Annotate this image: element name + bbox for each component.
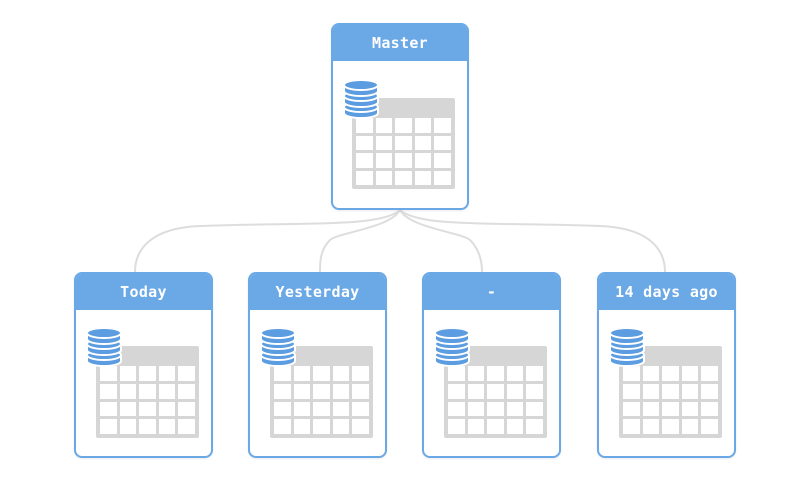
database-icon: [343, 79, 379, 119]
snapshot-card-dash: -: [422, 272, 561, 458]
table-icon: [619, 346, 722, 438]
database-icon: [260, 327, 296, 367]
card-title: 14 days ago: [599, 274, 734, 310]
card-title: Master: [333, 25, 467, 61]
connector-master-14-days-ago: [399, 209, 666, 273]
connector-master-dash: [399, 209, 483, 273]
master-card: Master: [331, 23, 469, 210]
table-icon: [444, 346, 547, 438]
card-title: Yesterday: [250, 274, 385, 310]
database-icon: [609, 327, 645, 367]
snapshot-card-today: Today: [74, 272, 213, 458]
card-title: Today: [76, 274, 211, 310]
connector-master-yesterday: [319, 209, 401, 273]
database-icon: [86, 327, 122, 367]
connector-master-today: [134, 209, 401, 273]
table-icon: [352, 98, 455, 189]
snapshot-card-yesterday: Yesterday: [248, 272, 387, 458]
card-title: -: [424, 274, 559, 310]
database-icon: [434, 327, 470, 367]
snapshot-card-14-days-ago: 14 days ago: [597, 272, 736, 458]
